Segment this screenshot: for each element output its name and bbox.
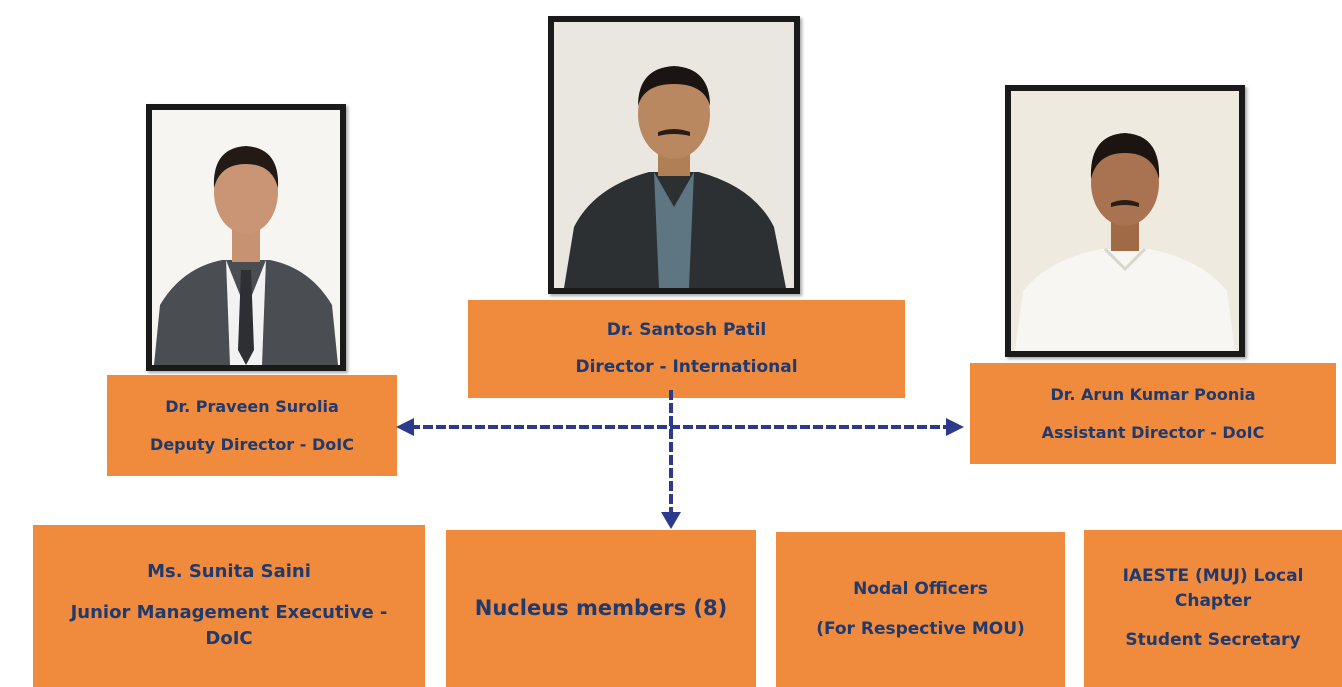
nodal-officers-note: (For Respective MOU) xyxy=(816,618,1025,639)
sunita-saini-dept: DoIC xyxy=(205,628,253,650)
assistant-title: Assistant Director - DoIC xyxy=(1041,422,1265,442)
director-box: Dr. Santosh Patil Director - Internation… xyxy=(468,300,905,398)
director-portrait-icon xyxy=(554,22,794,288)
nodal-officers-box: Nodal Officers (For Respective MOU) xyxy=(776,532,1065,687)
assistant-name: Dr. Arun Kumar Poonia xyxy=(1050,384,1256,404)
nodal-officers-label: Nodal Officers xyxy=(853,579,988,600)
arrowhead-left-deputy xyxy=(396,418,414,436)
director-name: Dr. Santosh Patil xyxy=(606,319,767,340)
assistant-photo xyxy=(1005,85,1245,357)
deputy-name: Dr. Praveen Surolia xyxy=(165,396,339,416)
sunita-saini-box: Ms. Sunita Saini Junior Management Execu… xyxy=(33,525,425,687)
arrowhead-down-nucleus xyxy=(661,512,681,529)
nucleus-members-label: Nucleus members (8) xyxy=(474,596,728,621)
sunita-saini-role: Junior Management Executive - xyxy=(70,601,388,623)
deputy-portrait-icon xyxy=(152,110,340,365)
iaeste-chapter-label-cont: Chapter xyxy=(1174,590,1252,611)
nucleus-members-box: Nucleus members (8) xyxy=(446,530,756,687)
deputy-box: Dr. Praveen Surolia Deputy Director - Do… xyxy=(107,375,397,476)
iaeste-student-secretary: Student Secretary xyxy=(1125,630,1301,651)
director-title: Director - International xyxy=(575,357,798,377)
arrowhead-right-assistant xyxy=(946,418,964,436)
director-photo xyxy=(548,16,800,294)
assistant-box: Dr. Arun Kumar Poonia Assistant Director… xyxy=(970,363,1336,464)
assistant-portrait-icon xyxy=(1011,91,1239,351)
sunita-saini-name: Ms. Sunita Saini xyxy=(147,561,311,583)
deputy-title: Deputy Director - DoIC xyxy=(150,434,354,454)
iaeste-chapter-label: IAESTE (MUJ) Local xyxy=(1122,565,1304,586)
deputy-photo xyxy=(146,104,346,371)
iaeste-box: IAESTE (MUJ) Local Chapter Student Secre… xyxy=(1084,530,1342,687)
